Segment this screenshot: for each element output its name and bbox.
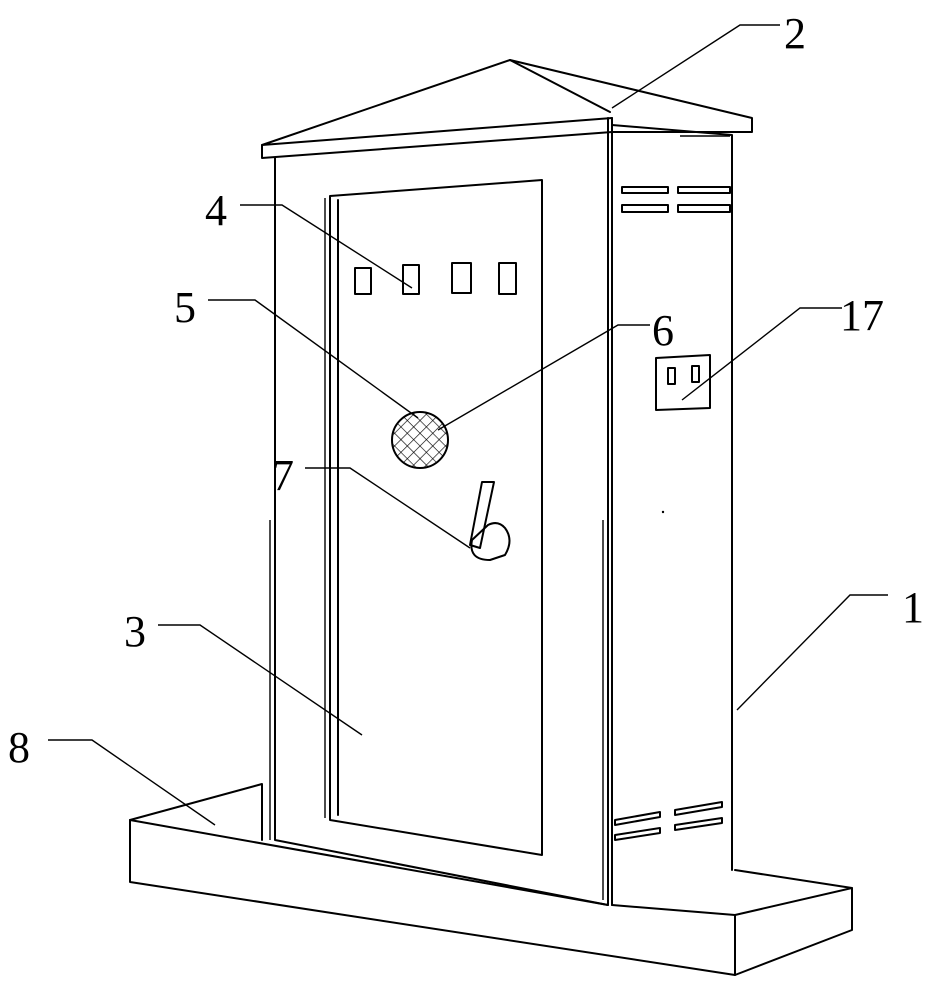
roof xyxy=(262,60,752,158)
label-3: 3 xyxy=(124,607,146,656)
base xyxy=(130,784,852,975)
labels: 1 2 3 4 5 6 7 8 17 xyxy=(8,9,924,772)
label-5: 5 xyxy=(174,283,196,332)
label-1: 1 xyxy=(902,583,924,632)
side-vents-top xyxy=(622,187,730,212)
label-6: 6 xyxy=(652,306,674,355)
side-vents-bottom xyxy=(615,802,722,840)
label-8: 8 xyxy=(8,723,30,772)
label-17: 17 xyxy=(840,291,884,340)
label-7: 7 xyxy=(272,451,294,500)
door-handle xyxy=(470,482,510,560)
label-4: 4 xyxy=(205,186,227,235)
leader-lines xyxy=(48,25,888,825)
door xyxy=(325,180,542,855)
power-socket xyxy=(656,355,710,410)
label-2: 2 xyxy=(784,9,806,58)
vent-grille xyxy=(392,412,448,468)
